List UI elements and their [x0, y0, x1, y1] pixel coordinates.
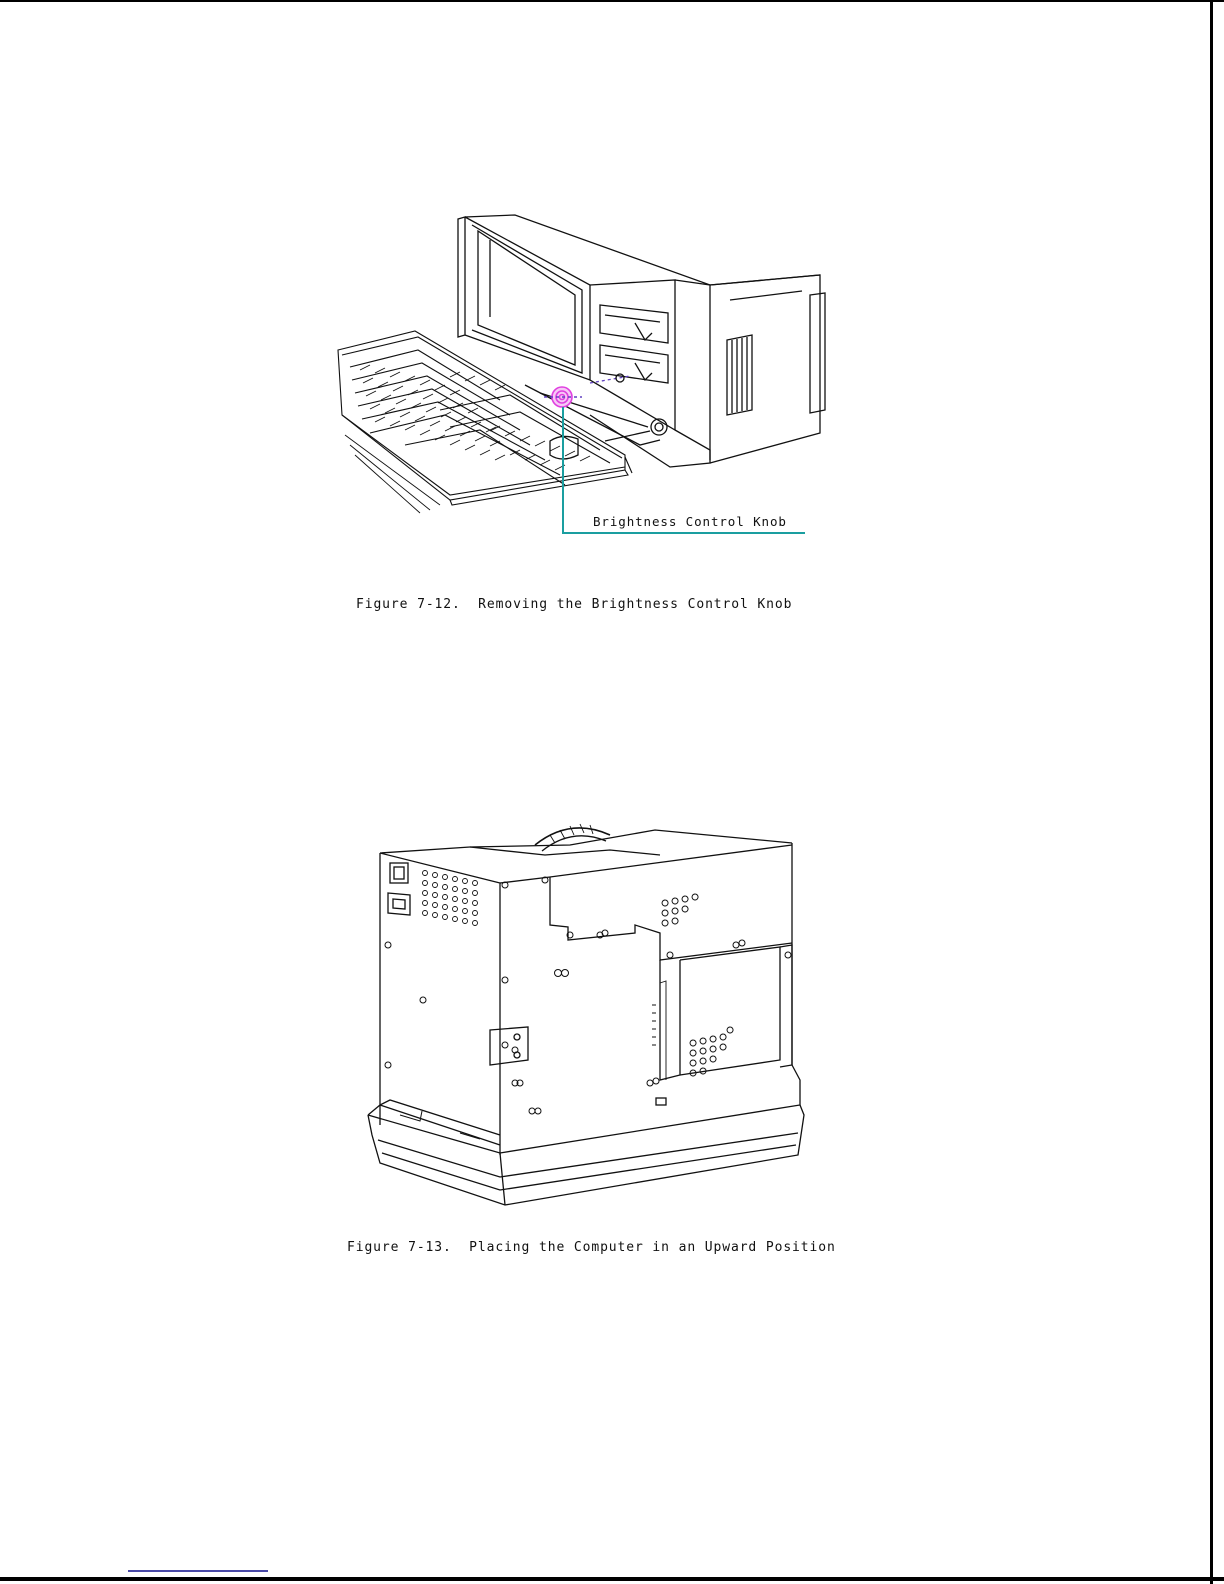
figure-7-12-caption: Figure 7-12. Removing the Brightness Con… [356, 597, 792, 612]
footer-link-underline[interactable] [128, 1570, 268, 1572]
page-bottom-border [0, 1577, 1224, 1581]
figure-7-12-illustration [330, 205, 840, 545]
page-top-border [0, 0, 1224, 2]
figure-7-13-caption: Figure 7-13. Placing the Computer in an … [347, 1240, 836, 1255]
brightness-knob-callout: Brightness Control Knob [593, 514, 787, 529]
figure-7-13-illustration [360, 815, 805, 1210]
page-right-border [1210, 0, 1213, 1584]
